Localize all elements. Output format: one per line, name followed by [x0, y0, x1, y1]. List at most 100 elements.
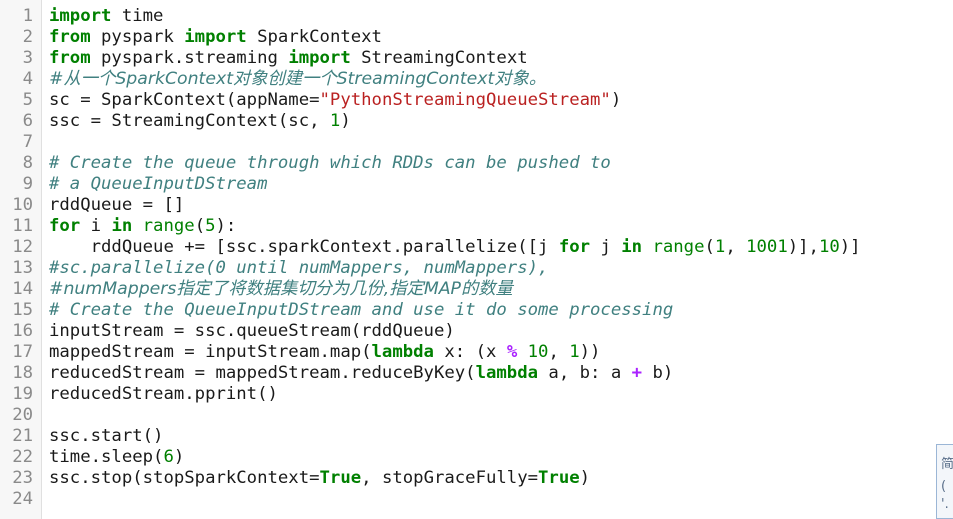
code-token: #numMappers指定了将数据集切分为几份,指定MAP的数量: [49, 279, 513, 299]
code-token: from: [49, 48, 91, 68]
code-token: range: [142, 216, 195, 236]
code-token: lambda: [475, 363, 539, 383]
line-number: 4: [22, 69, 33, 89]
line-number: 8: [22, 153, 33, 173]
code-line[interactable]: 3 from pyspark.streaming import Streaming…: [0, 48, 953, 69]
code-text: # Create the queue through which RDDs ca…: [49, 153, 611, 174]
line-number: 12: [12, 237, 33, 257]
code-line[interactable]: 12 rddQueue += [ssc.sparkContext.paralle…: [0, 237, 953, 258]
code-token: in: [621, 237, 643, 257]
code-token: import: [184, 27, 247, 47]
code-token: ,: [725, 237, 747, 257]
code-text: from pyspark.streaming import StreamingC…: [49, 48, 528, 69]
code-token: 1001: [746, 237, 788, 257]
code-token: SparkContext: [257, 27, 382, 47]
line-number: 15: [12, 300, 33, 320]
code-token: mappedStream = inputStream.map(: [49, 342, 372, 362]
code-lines: 1 import time 2 from pyspark import SparkCo…: [0, 6, 953, 510]
code-text: rddQueue += [ssc.sparkContext.paralleliz…: [49, 237, 861, 258]
line-number: 17: [12, 342, 33, 362]
code-token: reducedStream = mappedStream.reduceByKey…: [49, 363, 476, 383]
code-token: 1: [714, 237, 726, 257]
code-text: rddQueue = []: [49, 195, 184, 216]
code-text: ssc.start(): [49, 426, 163, 447]
line-number: 13: [12, 258, 33, 278]
code-token: (: [704, 237, 715, 257]
line-number: 7: [22, 132, 33, 152]
line-number: 10: [12, 195, 33, 215]
line-number: 20: [12, 405, 33, 425]
code-token: time: [121, 6, 164, 26]
line-number: 5: [22, 90, 33, 110]
code-token: ): [340, 111, 351, 131]
code-text: # Create the QueueInputDStream and use i…: [49, 300, 673, 321]
line-number: 19: [12, 384, 33, 404]
code-line[interactable]: 4 #从一个SparkContext对象创建一个StreamingContext对…: [0, 69, 953, 90]
code-token: %: [506, 342, 518, 362]
code-token: time.sleep(: [49, 447, 164, 467]
line-number: 11: [12, 216, 33, 236]
code-text: #从一个SparkContext对象创建一个StreamingContext对象…: [49, 69, 546, 90]
code-line[interactable]: 14#numMappers指定了将数据集切分为几份,指定MAP的数量: [0, 279, 953, 300]
code-line[interactable]: 22 time.sleep(6): [0, 447, 953, 468]
code-text: # a QueueInputDStream: [49, 174, 268, 195]
code-line[interactable]: 2 from pyspark import SparkContext: [0, 27, 953, 48]
code-line[interactable]: 7: [0, 132, 953, 153]
code-token: +: [631, 363, 643, 383]
code-line[interactable]: 1 import time: [0, 6, 953, 27]
code-text: ssc = StreamingContext(sc, 1): [49, 111, 351, 132]
code-text: for i in range(5):: [49, 216, 236, 237]
code-token: ): [579, 468, 591, 488]
line-number: 22: [12, 447, 33, 467]
code-line[interactable]: 10 rddQueue = []: [0, 195, 953, 216]
line-number: 24: [12, 489, 33, 509]
code-token: "PythonStreamingQueueStream": [319, 90, 611, 110]
code-text: import time: [49, 6, 163, 27]
code-line[interactable]: 13 #sc.parallelize(0 until numMappers, nu…: [0, 258, 953, 279]
code-line[interactable]: 8 # Create the queue through which RDDs c…: [0, 153, 953, 174]
code-line[interactable]: 11 for i in range(5):: [0, 216, 953, 237]
line-number: 2: [22, 27, 33, 47]
line-number: 3: [22, 48, 33, 68]
code-line[interactable]: 24: [0, 489, 953, 510]
panel-glyph-2: (: [941, 479, 947, 494]
code-text: reducedStream = mappedStream.reduceByKey…: [49, 363, 673, 384]
code-token: for: [558, 237, 591, 257]
line-number: 1: [22, 6, 33, 26]
code-token: ):: [215, 216, 237, 236]
code-token: #从一个SparkContext对象创建一个StreamingContext对象…: [49, 69, 547, 89]
code-token: x: (x: [444, 342, 507, 362]
code-token: # Create the queue through which RDDs ca…: [49, 153, 611, 173]
code-token: ): [173, 447, 185, 467]
code-token: )): [579, 342, 601, 362]
code-text: time.sleep(6): [49, 447, 184, 468]
code-text: #sc.parallelize(0 until numMappers, numM…: [49, 258, 548, 279]
code-line[interactable]: 9# a QueueInputDStream: [0, 174, 953, 195]
code-token: rddQueue += [ssc.sparkContext.paralleliz…: [49, 237, 559, 257]
code-line[interactable]: 20: [0, 405, 953, 426]
code-token: in: [111, 216, 133, 236]
code-token: j: [600, 237, 622, 257]
code-token: # Create the QueueInputDStream and use i…: [49, 300, 674, 320]
code-token: b): [652, 363, 674, 383]
code-token: True: [319, 468, 362, 488]
code-token: )]: [839, 237, 861, 257]
side-panel-edge[interactable]: 简 ( '.: [936, 444, 953, 519]
code-token: # a QueueInputDStream: [49, 174, 268, 194]
code-text: ssc.stop(stopSparkContext=True, stopGrac…: [49, 468, 590, 489]
code-token: ssc.stop(stopSparkContext=: [49, 468, 320, 488]
panel-glyph-3: '.: [941, 497, 949, 512]
code-token: from: [49, 27, 91, 47]
code-text: from pyspark import SparkContext: [49, 27, 382, 48]
line-number: 16: [12, 321, 33, 341]
code-line[interactable]: 15 # Create the QueueInputDStream and use…: [0, 300, 953, 321]
